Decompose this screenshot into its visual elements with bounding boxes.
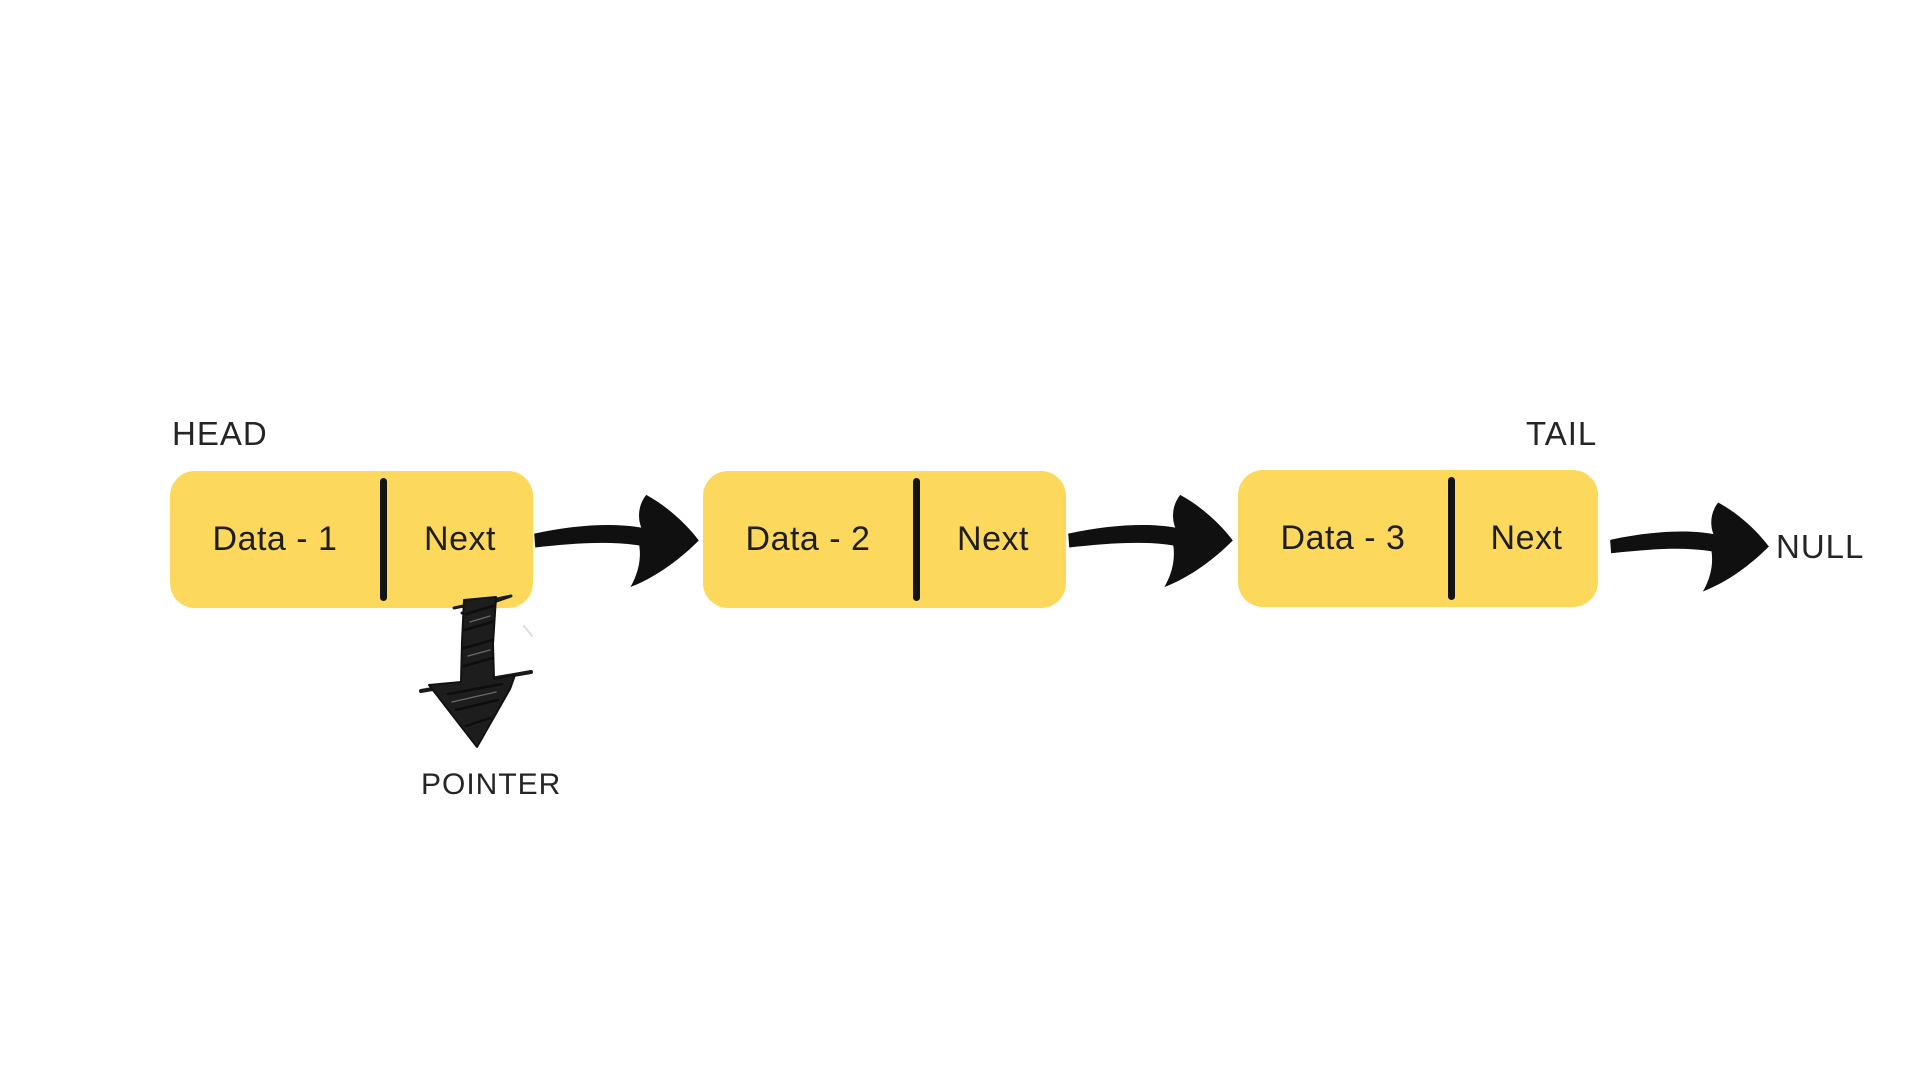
tail-label: TAIL: [1526, 415, 1598, 452]
node-2-next-cell: Next: [957, 520, 1029, 558]
node-2: Data - 2 Next: [703, 471, 1066, 608]
next-arrow-2-icon: [1062, 484, 1240, 598]
null-label: NULL: [1776, 528, 1865, 565]
node-3-data-cell: Data - 3: [1280, 519, 1406, 557]
node-1: Data - 1 Next: [170, 471, 533, 608]
node-3-next-cell: Next: [1490, 519, 1563, 557]
node-2-data-cell: Data - 2: [745, 520, 871, 558]
null-arrow-icon: [1598, 492, 1782, 602]
next-arrow-1-icon: [528, 484, 706, 598]
node-1-divider: [380, 478, 387, 601]
node-1-next-cell: Next: [424, 520, 496, 558]
head-label: HEAD: [172, 415, 268, 452]
pointer-sketch-arrow-icon: [418, 592, 538, 757]
node-2-divider: [913, 478, 920, 601]
node-3: Data - 3 Next: [1238, 470, 1598, 607]
pointer-label: POINTER: [421, 768, 562, 801]
node-3-divider: [1448, 477, 1455, 600]
node-1-data-cell: Data - 1: [212, 520, 338, 558]
